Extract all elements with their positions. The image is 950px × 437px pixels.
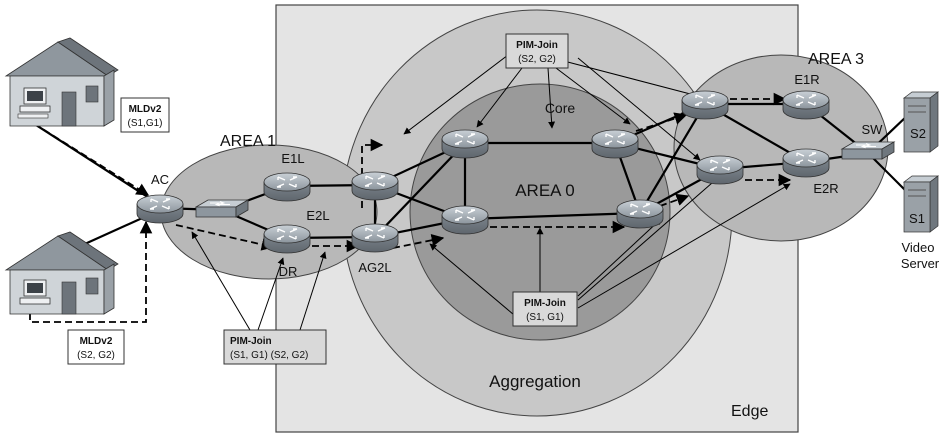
svg-text:MLDv2: MLDv2 xyxy=(80,336,113,347)
svg-text:(S1, G1) (S2, G2): (S1, G1) (S2, G2) xyxy=(230,350,308,361)
svg-text:(S1, G1): (S1, G1) xyxy=(526,312,564,323)
label-s1: S1 xyxy=(909,211,925,226)
callout-mld-bottom: MLDv2 (S2, G2) xyxy=(67,329,125,365)
callout-pim-top: PIM-Join (S2, G2) xyxy=(505,33,569,69)
router-ac xyxy=(136,194,184,224)
switch-area1 xyxy=(195,199,249,218)
label-sw: SW xyxy=(862,122,884,137)
router-dr xyxy=(263,224,311,254)
svg-text:PIM-Join: PIM-Join xyxy=(516,40,558,51)
core-label: Core xyxy=(545,100,576,116)
svg-text:MLDv2: MLDv2 xyxy=(129,104,162,115)
label-video-server-line1: Video xyxy=(901,240,934,255)
callout-pim-area1: PIM-Join (S1, G1) (S2, G2) xyxy=(223,329,327,365)
router-e1l xyxy=(263,172,311,202)
multicast-flow-links xyxy=(24,92,792,323)
label-ac: AC xyxy=(151,172,169,187)
house-bottom xyxy=(4,231,119,315)
label-e1r: E1R xyxy=(794,72,819,87)
router-ag2l xyxy=(351,223,399,253)
router-core-left-bottom xyxy=(441,205,489,235)
router-e1r xyxy=(782,90,830,120)
label-dr: DR xyxy=(279,264,298,279)
svg-text:PIM-Join: PIM-Join xyxy=(230,336,272,347)
area3-label: AREA 3 xyxy=(808,51,864,68)
edge-label: Edge xyxy=(731,403,768,420)
svg-text:(S1,G1): (S1,G1) xyxy=(127,118,162,129)
callout-pim-area0: PIM-Join (S1, G1) xyxy=(512,291,578,327)
area1-zone xyxy=(160,144,378,280)
area1-label: AREA 1 xyxy=(220,133,276,150)
router-agg-right-bottom xyxy=(696,155,744,185)
area0-label: AREA 0 xyxy=(515,181,575,200)
label-ag2l: AG2L xyxy=(358,260,391,275)
router-core-right-bottom xyxy=(616,199,664,229)
svg-text:(S2, G2): (S2, G2) xyxy=(77,350,115,361)
label-e2l: E2L xyxy=(306,208,329,223)
aggregation-label: Aggregation xyxy=(489,372,581,391)
server-s2 xyxy=(902,91,940,153)
server-s1 xyxy=(902,175,940,233)
svg-text:(S2, G2): (S2, G2) xyxy=(518,54,556,65)
router-core-right-top xyxy=(591,129,639,159)
switch-sw xyxy=(841,141,895,160)
label-e1l: E1L xyxy=(281,151,304,166)
label-s2: S2 xyxy=(910,126,926,141)
router-agg-upper xyxy=(351,171,399,201)
pim-join-arrows xyxy=(191,51,791,331)
svg-text:PIM-Join: PIM-Join xyxy=(524,298,566,309)
router-agg-right-top xyxy=(681,90,729,120)
router-e2r xyxy=(782,148,830,178)
label-video-server-line2: Server xyxy=(901,256,940,271)
callout-mld-top: MLDv2 (S1,G1) xyxy=(120,97,170,133)
house-top xyxy=(4,37,119,127)
label-e2r: E2R xyxy=(813,181,838,196)
router-core-left-top xyxy=(441,129,489,159)
